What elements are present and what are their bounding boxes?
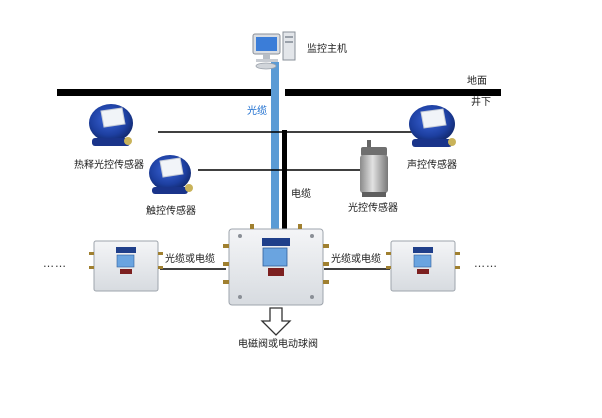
- down-arrow-icon: [260, 307, 292, 336]
- surface-label: 地面: [467, 76, 487, 87]
- cable-label: 电缆: [291, 189, 311, 200]
- valve-label: 电磁阀或电动球阀: [238, 339, 318, 350]
- link-right-label: 光缆或电缆: [331, 254, 381, 265]
- ellipsis-left: ……: [43, 257, 67, 270]
- right-controller-icon: [386, 240, 460, 292]
- host-label: 监控主机: [307, 44, 347, 55]
- monitor-host-icon: [252, 31, 296, 70]
- ellipsis-right: ……: [474, 257, 498, 270]
- light-sensor-label: 光控传感器: [348, 203, 398, 214]
- left-controller-icon: [89, 240, 163, 292]
- center-controller-icon: [223, 224, 329, 306]
- fiber-label: 光缆: [247, 106, 267, 117]
- ground-bar-right: [285, 89, 501, 96]
- sound-sensor-label: 声控传感器: [407, 160, 457, 171]
- cable-line: [282, 130, 287, 232]
- fiber-line: [271, 62, 279, 232]
- touch-sensor-icon: [149, 155, 193, 194]
- light-sensor-icon: [360, 140, 388, 197]
- ground-bar-left: [57, 89, 273, 96]
- pyro-sensor-label: 热释光控传感器: [74, 160, 144, 171]
- sound-sensor-icon: [409, 105, 456, 147]
- touch-sensor-label: 触控传感器: [146, 206, 196, 217]
- underground-label: 井下: [471, 97, 491, 108]
- pyro-sensor-icon: [89, 104, 133, 146]
- link-left-label: 光缆或电缆: [165, 254, 215, 265]
